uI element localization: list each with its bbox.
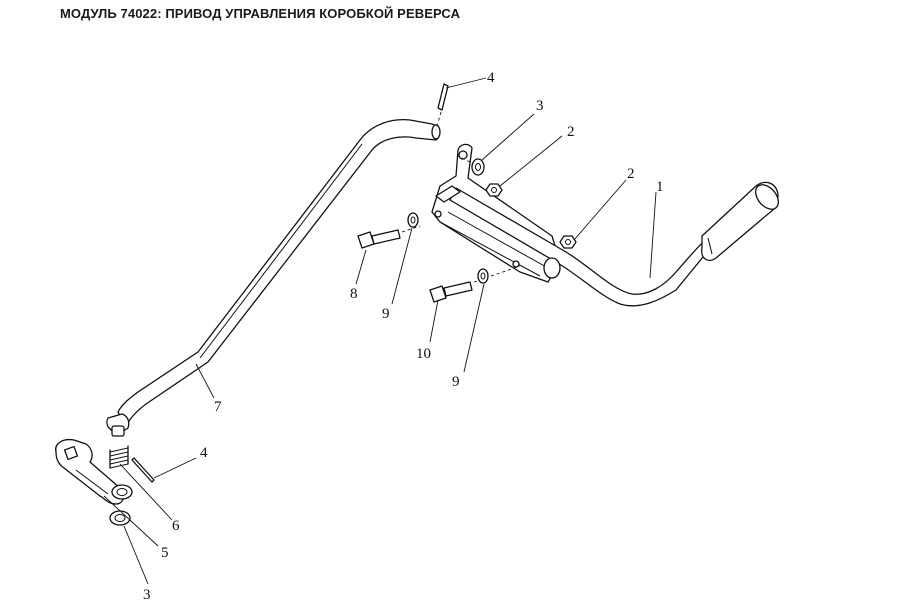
leader-lines (103, 77, 657, 585)
callout-6: 6 (172, 518, 180, 534)
part-4-cotter-pin-top (435, 83, 449, 131)
part-2-nut-upper (485, 183, 503, 197)
callout-3-lower: 3 (143, 587, 151, 603)
callout-10: 10 (416, 346, 431, 362)
callout-4-lower: 4 (200, 445, 208, 461)
callout-2-lower: 2 (627, 166, 635, 182)
part-3-washer-lower (109, 510, 131, 526)
callout-4-top: 4 (487, 70, 495, 86)
part-6-spring (109, 445, 129, 469)
part-9-washer-lower (477, 268, 489, 284)
part-5-bushing (111, 484, 133, 500)
lower-lever-arm (55, 438, 125, 505)
part-7-control-rod (106, 118, 441, 437)
part-2-nut-lower (559, 235, 577, 249)
callout-2-upper: 2 (567, 124, 575, 140)
callout-7: 7 (214, 399, 222, 415)
callout-5: 5 (161, 545, 169, 561)
part-10-bolt (429, 265, 521, 303)
page-title: МОДУЛЬ 74022: ПРИВОД УПРАВЛЕНИЯ КОРОБКОЙ… (60, 6, 461, 21)
callout-9-upper: 9 (382, 306, 390, 322)
part-9-washer-upper (407, 212, 419, 228)
part-8-bolt (357, 225, 421, 249)
part-3-washer-top (457, 155, 485, 176)
callout-3-top: 3 (536, 98, 544, 114)
part-4-cotter-pin-lower (131, 457, 155, 483)
callout-1: 1 (656, 179, 664, 195)
callout-labels: 4 3 2 2 1 8 9 10 9 7 4 6 5 3 (143, 70, 664, 603)
callout-9-lower: 9 (452, 374, 460, 390)
part-1-reverse-lever (431, 143, 779, 307)
callout-8: 8 (350, 286, 358, 302)
